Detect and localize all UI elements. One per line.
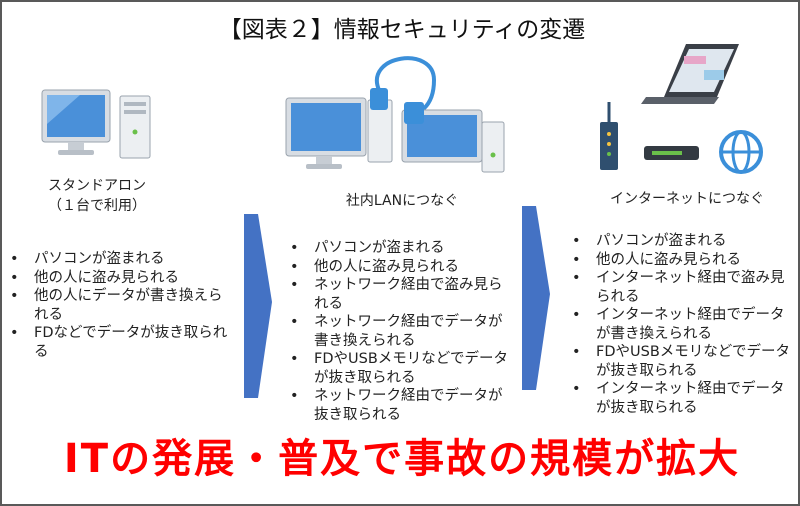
stage1-caption-line2: （１台で利用） (48, 198, 146, 214)
risk-item: インターネット経由でデータが抜き取られる (570, 380, 798, 417)
risk-item: 他の人にデータが書き換えられる (8, 287, 234, 324)
stage3-risk-list: パソコンが盗まれる 他の人に盗み見られる インターネット経由で盗み見られる イン… (570, 232, 798, 417)
arrow-right-icon (522, 206, 550, 390)
risk-item: 他の人に盗み見られる (288, 258, 514, 277)
risk-item: パソコンが盗まれる (288, 239, 514, 258)
risk-item: パソコンが盗まれる (570, 232, 798, 251)
internet-devices-icon (600, 44, 763, 174)
stage3-caption-line1: インターネットにつなぐ (610, 191, 764, 207)
risk-item: インターネット経由でデータが書き換えられる (570, 306, 798, 343)
conclusion-text: ITの発展・普及で事故の規模が拡大 (63, 436, 741, 482)
stage3-caption: インターネットにつなぐ (587, 188, 787, 208)
risk-item: インターネット経由で盗み見られる (570, 269, 798, 306)
risk-item: ネットワーク経由でデータが書き換えられる (288, 313, 514, 350)
stage2-risk-list: パソコンが盗まれる 他の人に盗み見られる ネットワーク経由で盗み見られる ネット… (288, 239, 514, 424)
risk-item: パソコンが盗まれる (8, 250, 234, 269)
stage1-caption: スタンドアロン （１台で利用） (22, 175, 172, 215)
arrow-right-icon (244, 214, 272, 398)
stage1-risk-list: パソコンが盗まれる 他の人に盗み見られる 他の人にデータが書き換えられる FDな… (8, 250, 234, 361)
stage2-caption: 社内LANにつなぐ (302, 190, 502, 210)
risk-item: FDやUSBメモリなどでデータが抜き取られる (288, 350, 514, 387)
risk-item: 他の人に盗み見られる (8, 269, 234, 288)
risk-item: 他の人に盗み見られる (570, 251, 798, 270)
risk-item: FDなどでデータが抜き取られる (8, 324, 234, 361)
risk-item: ネットワーク経由でデータが抜き取られる (288, 387, 514, 424)
diagram-title: 【図表２】情報セキュリティの変遷 (218, 17, 586, 43)
lan-pcs-icon (285, 56, 505, 173)
stage2-caption-line1: 社内LANにつなぐ (345, 193, 459, 209)
stage1-caption-line1: スタンドアロン (48, 178, 146, 194)
risk-item: ネットワーク経由で盗み見られる (288, 276, 514, 313)
standalone-pc-icon (41, 89, 151, 159)
risk-item: FDやUSBメモリなどでデータが抜き取られる (570, 343, 798, 380)
